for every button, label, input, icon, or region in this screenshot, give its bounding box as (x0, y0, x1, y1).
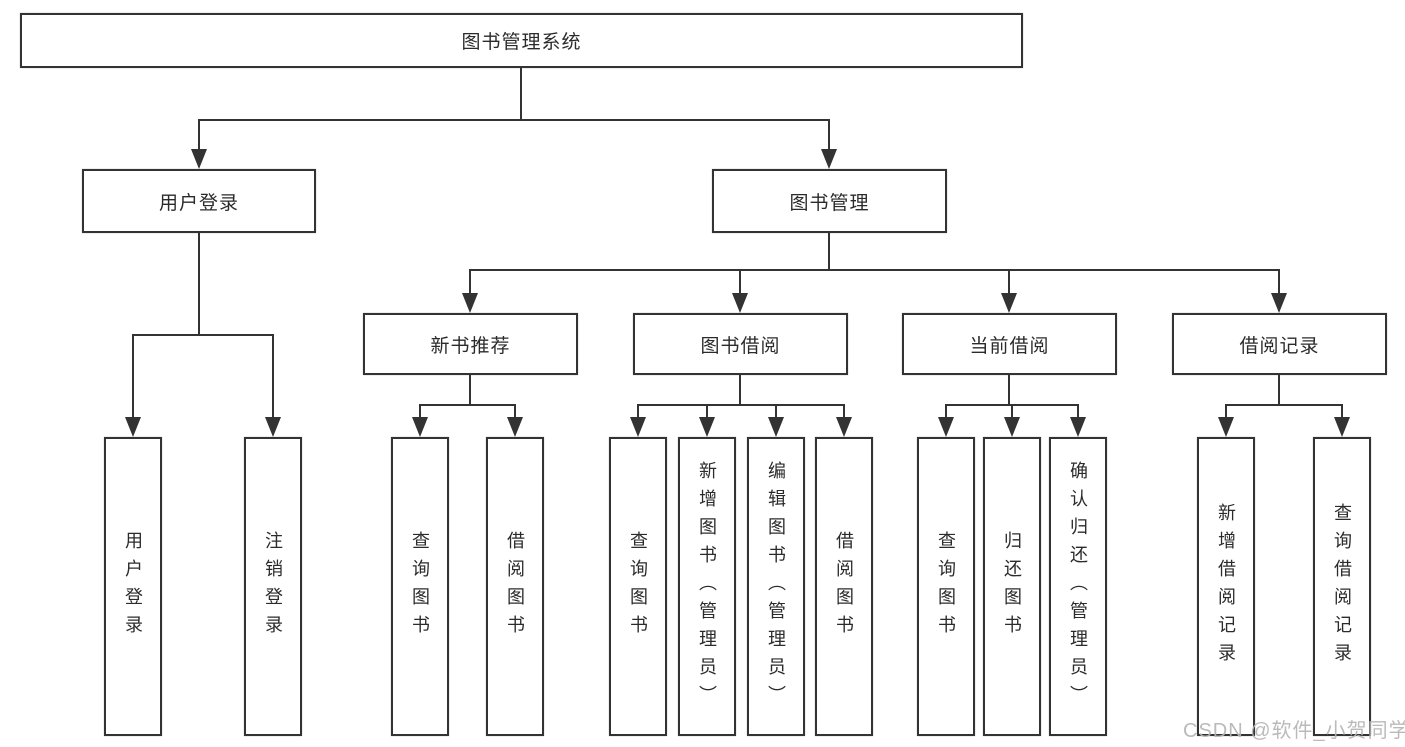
arrow-down-icon (1218, 417, 1234, 437)
connector-line (132, 334, 134, 419)
leaf-borrow-add-book-admin-label: 新增图书（管理员） (697, 460, 717, 713)
arrow-down-icon (1334, 417, 1350, 437)
node-user-login-label: 用户登录 (158, 192, 239, 214)
connector-line (843, 404, 845, 419)
connector-line (1008, 269, 1010, 295)
leaf-record-query-label: 查询借阅记录 (1332, 502, 1352, 671)
node-new-book-recommend: 新书推荐 (363, 313, 578, 375)
leaf-record-query: 查询借阅记录 (1313, 437, 1371, 736)
node-book-management-label: 图书管理 (789, 192, 870, 214)
connector-line (198, 233, 200, 335)
node-book-management: 图书管理 (712, 169, 947, 233)
arrow-down-icon (507, 417, 523, 437)
arrow-down-icon (265, 417, 281, 437)
connector-line (1011, 404, 1013, 419)
leaf-current-query-book: 查询图书 (917, 437, 975, 736)
connector-line (132, 334, 274, 336)
connector-line (198, 119, 200, 151)
leaf-current-confirm-return-admin: 确认归还（管理员） (1049, 437, 1107, 736)
connector-line (828, 119, 830, 151)
node-root: 图书管理系统 (20, 13, 1023, 68)
connector-line (1008, 375, 1010, 406)
node-borrow-record: 借阅记录 (1172, 313, 1387, 375)
connector-line (272, 334, 274, 419)
leaf-recommend-borrow-book-label: 借阅图书 (505, 530, 525, 643)
leaf-current-return-book-label: 归还图书 (1002, 530, 1022, 643)
arrow-down-icon (732, 293, 748, 313)
leaf-user-login: 用户登录 (104, 437, 162, 736)
leaf-recommend-query-book: 查询图书 (391, 437, 449, 736)
leaf-record-add-label: 新增借阅记录 (1216, 502, 1236, 671)
connector-line (637, 404, 845, 406)
connector-line (469, 375, 471, 406)
csdn-watermark: CSDN @软件_小贺同学 (1183, 720, 1405, 742)
connector-line (739, 375, 741, 406)
connector-line (775, 404, 777, 419)
leaf-borrow-add-book-admin: 新增图书（管理员） (678, 437, 736, 736)
connector-line (1225, 404, 1343, 406)
connector-line (1225, 404, 1227, 419)
leaf-current-confirm-return-admin-label: 确认归还（管理员） (1068, 460, 1088, 713)
connector-line (828, 233, 830, 271)
connector-line (514, 404, 516, 419)
connector-line (945, 404, 947, 419)
connector-line (469, 269, 471, 295)
connector-line (198, 119, 830, 121)
leaf-logout-label: 注销登录 (263, 530, 283, 643)
node-root-label: 图书管理系统 (461, 32, 582, 53)
leaf-recommend-query-book-label: 查询图书 (410, 530, 430, 643)
node-user-login: 用户登录 (82, 169, 316, 233)
arrow-down-icon (191, 149, 207, 169)
connector-line (1077, 404, 1079, 419)
connector-line (637, 404, 639, 419)
connector-line (470, 269, 1280, 271)
arrow-down-icon (1271, 293, 1287, 313)
leaf-recommend-borrow-book: 借阅图书 (486, 437, 544, 736)
arrow-down-icon (630, 417, 646, 437)
node-borrow-record-label: 借阅记录 (1239, 335, 1320, 357)
arrow-down-icon (768, 417, 784, 437)
leaf-current-return-book: 归还图书 (983, 437, 1041, 736)
node-book-borrow-label: 图书借阅 (700, 335, 781, 357)
arrow-down-icon (938, 417, 954, 437)
arrow-down-icon (462, 293, 478, 313)
leaf-borrow-edit-book-admin-label: 编辑图书（管理员） (766, 460, 786, 713)
connector-line (419, 404, 421, 419)
leaf-user-login-label: 用户登录 (123, 530, 143, 643)
leaf-current-query-book-label: 查询图书 (936, 530, 956, 643)
leaf-borrow-edit-book-admin: 编辑图书（管理员） (747, 437, 805, 736)
leaf-record-add: 新增借阅记录 (1197, 437, 1255, 736)
arrow-down-icon (1070, 417, 1086, 437)
connector-line (419, 404, 516, 406)
arrow-down-icon (1001, 293, 1017, 313)
leaf-logout: 注销登录 (244, 437, 302, 736)
leaf-borrow-borrow-book: 借阅图书 (815, 437, 873, 736)
node-current-borrow: 当前借阅 (902, 313, 1117, 375)
connector-line (520, 68, 522, 120)
leaf-borrow-query-book: 查询图书 (609, 437, 667, 736)
connector-line (706, 404, 708, 419)
connector-line (1278, 375, 1280, 406)
arrow-down-icon (125, 417, 141, 437)
node-book-borrow: 图书借阅 (633, 313, 848, 375)
connector-line (1341, 404, 1343, 419)
arrow-down-icon (699, 417, 715, 437)
node-new-book-recommend-label: 新书推荐 (430, 335, 511, 357)
leaf-borrow-borrow-book-label: 借阅图书 (834, 530, 854, 643)
arrow-down-icon (412, 417, 428, 437)
node-current-borrow-label: 当前借阅 (969, 335, 1050, 357)
leaf-borrow-query-book-label: 查询图书 (628, 530, 648, 643)
arrow-down-icon (821, 149, 837, 169)
arrow-down-icon (836, 417, 852, 437)
connector-line (739, 269, 741, 295)
connector-line (1278, 269, 1280, 295)
arrow-down-icon (1004, 417, 1020, 437)
